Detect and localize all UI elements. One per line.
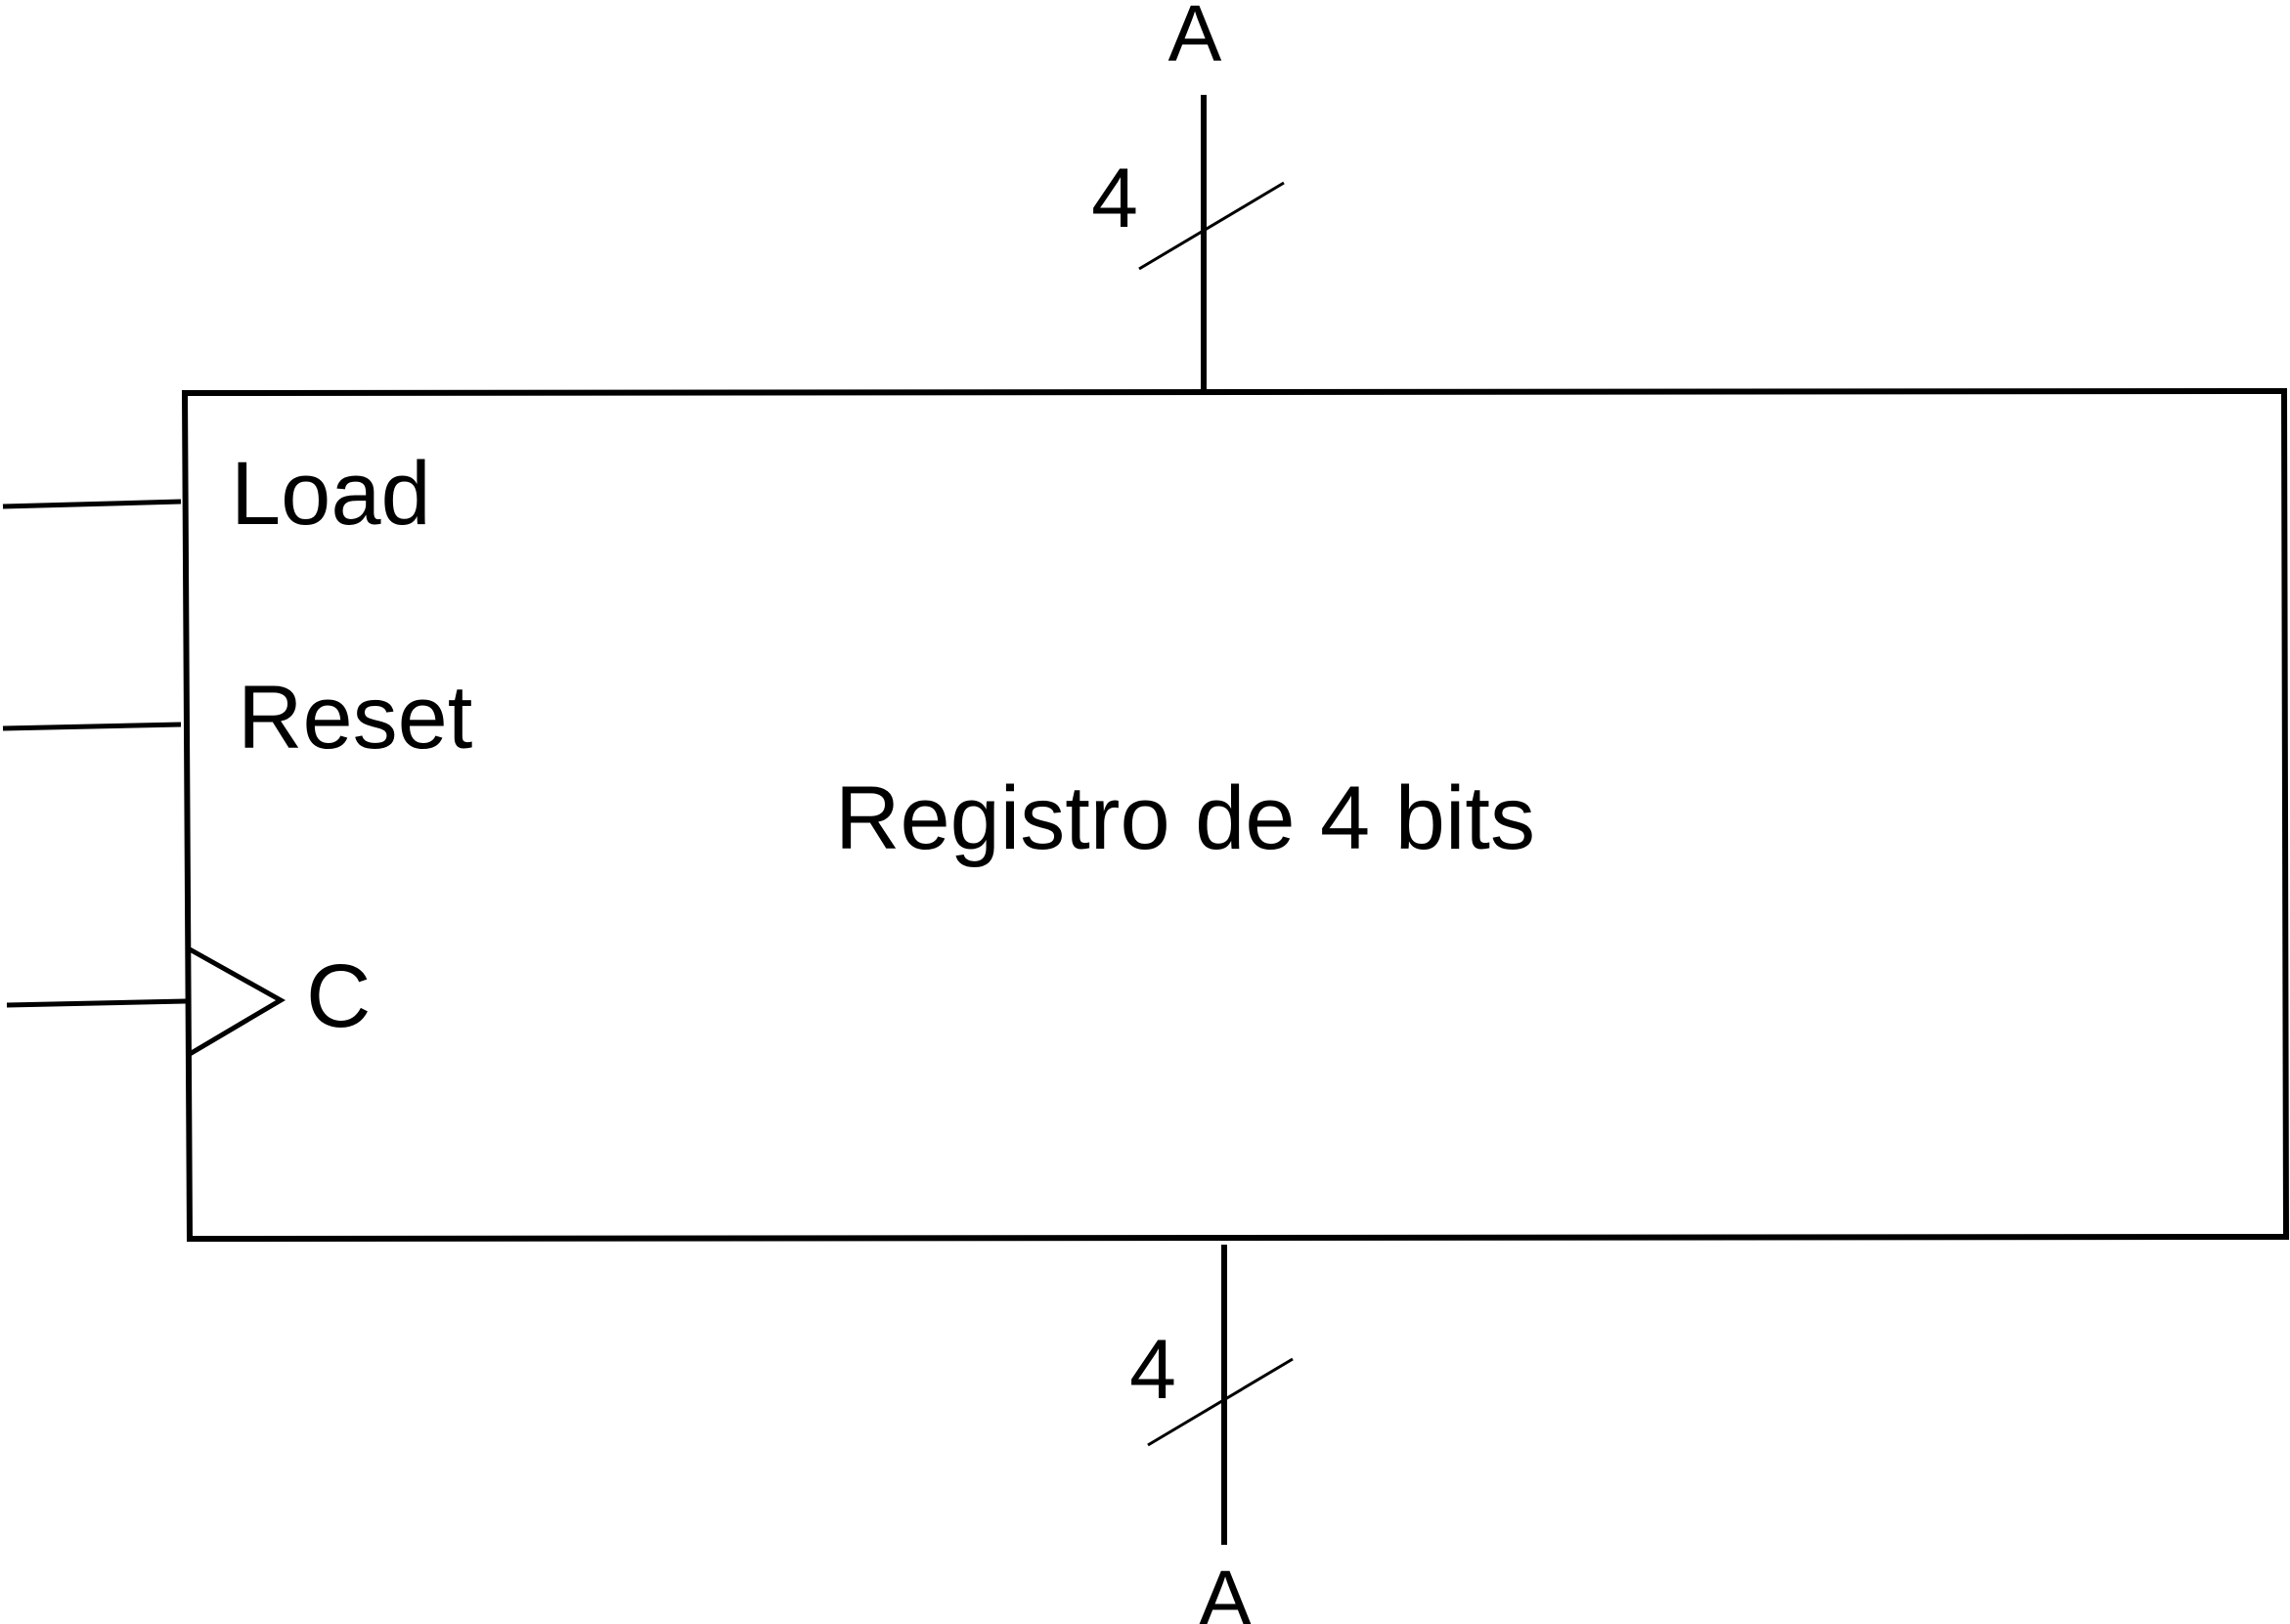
clock-triangle-icon (188, 946, 286, 1057)
register-title: Registro de 4 bits (835, 768, 1535, 868)
reset-label: Reset (238, 668, 472, 768)
bus-out-width-label: 4 (1129, 1323, 1176, 1417)
bus-in-width-slash (1138, 181, 1285, 271)
register-block (181, 387, 2290, 1243)
clock-input-line (6, 998, 187, 1008)
bus-out-width-slash (1147, 1357, 1294, 1447)
load-label: Load (231, 444, 431, 544)
load-input-line (2, 499, 182, 509)
clock-label: C (306, 946, 371, 1046)
reset-input-line (2, 722, 182, 731)
bus-out-label: A (1199, 1555, 1253, 1624)
bus-in-label: A (1168, 0, 1222, 78)
bus-in-width-label: 4 (1091, 152, 1138, 245)
